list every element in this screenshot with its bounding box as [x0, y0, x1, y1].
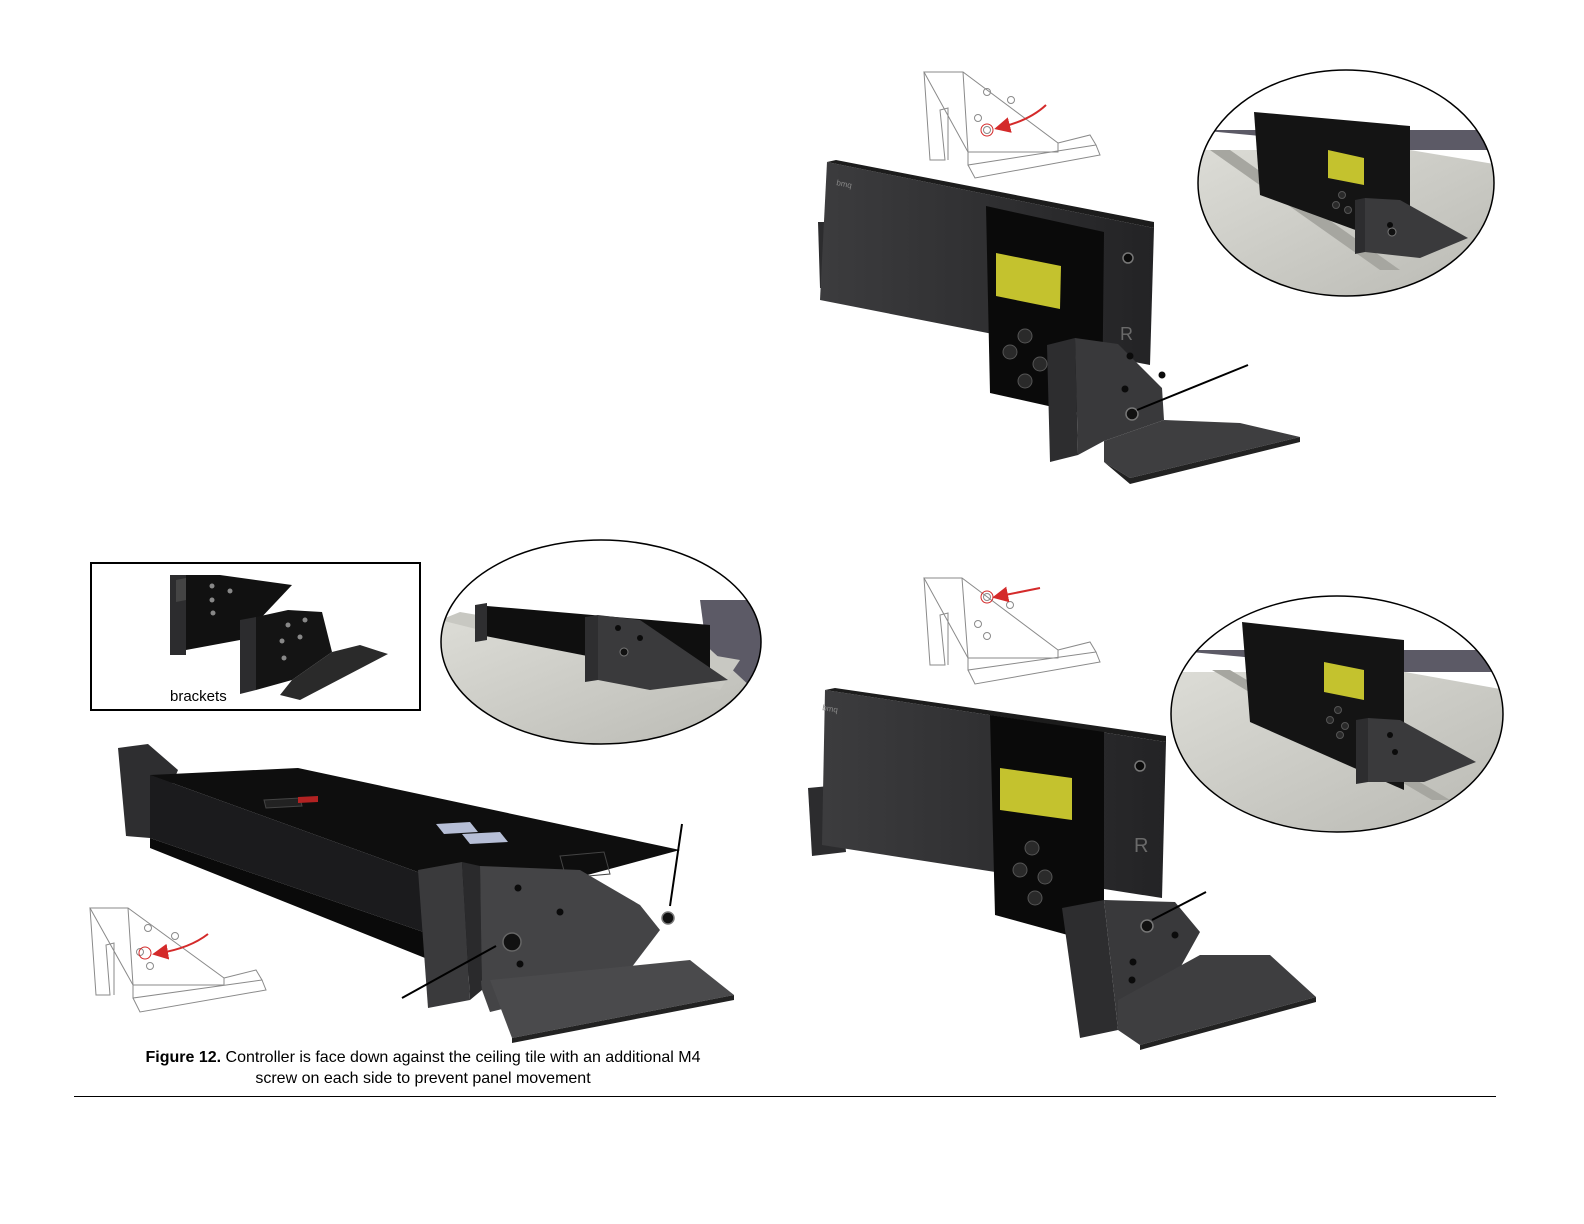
caption-text-line1: Controller is face down against the ceil…	[226, 1049, 701, 1066]
bracket-diagram-top	[924, 72, 1100, 178]
side-letter-bottom: R	[1134, 835, 1148, 857]
brand-mark-bottom: bmq	[822, 703, 839, 715]
bracket-diagram-bottom-left	[90, 908, 266, 1012]
figure-number: Figure 12.	[146, 1049, 222, 1066]
zoom-detail-oval-top	[1196, 68, 1500, 300]
brackets-label: brackets	[170, 688, 227, 705]
caption-text-line2: screw on each side to prevent panel move…	[255, 1070, 590, 1087]
bracket-diagram-middle-right	[924, 578, 1100, 684]
zoom-detail-oval-middle	[440, 540, 765, 750]
page-divider-rule	[74, 1096, 1496, 1097]
figure-caption: Figure 12. Controller is face down again…	[100, 1047, 746, 1089]
brackets-inset-frame	[90, 562, 421, 711]
side-letter-top: R	[1120, 324, 1133, 344]
controller-face-down-view	[118, 744, 734, 1043]
zoom-detail-oval-right	[1170, 594, 1506, 834]
